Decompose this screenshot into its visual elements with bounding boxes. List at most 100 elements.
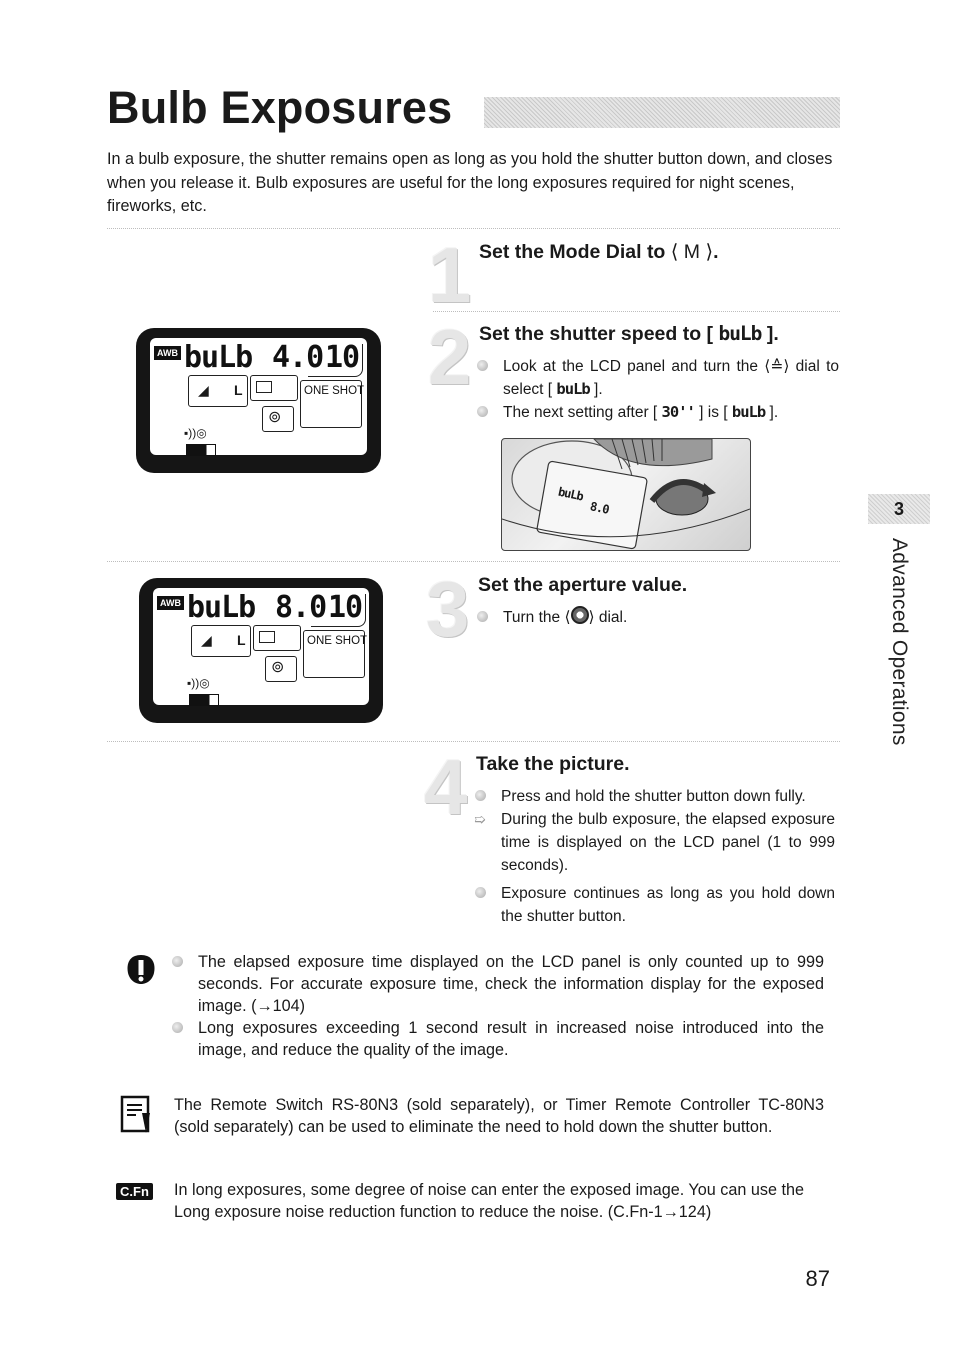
list-item: Turn the ⟨ ⟩ dial. [477, 606, 839, 629]
bulb-segment-text: buLb [731, 403, 766, 421]
caution-text: Long exposures exceeding 1 second result… [198, 1019, 824, 1059]
bullet-text: Exposure continues as long as you hold d… [501, 885, 835, 925]
bullet-text: Press and hold the shutter button down f… [501, 788, 806, 805]
bullet-icon [475, 790, 486, 801]
caution-notes: The elapsed exposure time displayed on t… [172, 951, 824, 1061]
step-4-title: Take the picture. [476, 753, 630, 775]
drive-box [250, 375, 298, 401]
step-2-title-end: ]. [761, 323, 779, 345]
step-number-3: 3 [426, 565, 470, 653]
quality-large-icon: ◢ [201, 632, 212, 648]
quality-box [188, 375, 248, 407]
beeper-icon: ▪))◎ [184, 426, 207, 440]
step-1-title: Set the Mode Dial to ⟨ M ⟩. [479, 240, 718, 264]
bullet-text: ]. [589, 381, 603, 398]
awb-icon: AWB [154, 346, 181, 360]
af-box [303, 630, 365, 678]
cfn-text: In long exposures, some degree of noise … [174, 1181, 804, 1221]
single-shot-icon [259, 631, 275, 643]
list-item: Exposure continues as long as you hold d… [475, 882, 835, 928]
count-frame [308, 344, 363, 377]
step-3-title: Set the aperture value. [478, 574, 688, 596]
lcd-shutter-readout: buLb [187, 590, 256, 625]
title-decoration-bar [484, 97, 840, 128]
lcd-shutter-readout: buLb [184, 340, 253, 375]
bullet-text: ⟩ dial. [588, 609, 628, 626]
bullet-text: The next setting after [ [503, 404, 662, 421]
list-item: Long exposures exceeding 1 second result… [172, 1017, 824, 1061]
metering-icon: ⊚ [271, 659, 285, 676]
bullet-text: During the bulb exposure, the elapsed ex… [501, 811, 835, 874]
list-item: Press and hold the shutter button down f… [475, 785, 835, 808]
step-number-2: 2 [428, 313, 472, 401]
bullet-icon [477, 360, 488, 371]
step-1-title-end: . [713, 241, 719, 263]
main-dial-icon: ≙ [770, 358, 784, 375]
bullet-icon [477, 406, 488, 417]
bullet-text: ⟩ dial to select [ [503, 358, 840, 398]
bullet-icon [477, 611, 488, 622]
count-frame [311, 594, 366, 627]
lcd-shots-count: 10 [328, 590, 363, 625]
af-mode-label: ONE SHOT [304, 385, 365, 397]
step-2-title: Set the shutter speed to [ buLb ]. [479, 322, 779, 346]
camera-top-photo: buLb 8.0 [501, 438, 751, 551]
quality-large-icon: ◢ [198, 382, 209, 398]
quality-size: L [237, 632, 246, 648]
af-mode-label: ONE SHOT [307, 635, 368, 647]
list-item: Look at the LCD panel and turn the ⟨≙⟩ d… [477, 355, 839, 401]
section-divider [433, 311, 840, 312]
thirty-sec-segment-text: 30'' [661, 403, 696, 421]
page-title: Bulb Exposures [107, 82, 453, 133]
bullet-text: Look at the LCD panel and turn the ⟨ [503, 358, 771, 375]
list-item: The next setting after [ 30'' ] is [ buL… [477, 401, 839, 424]
step-2-title-text: Set the shutter speed to [ [479, 323, 719, 345]
step-4-bullets: Press and hold the shutter button down f… [474, 785, 835, 928]
battery-icon [186, 444, 216, 456]
metering-icon: ⊚ [268, 409, 282, 426]
bulb-segment-text: buLb [556, 380, 590, 398]
bullet-text: ] is [ [694, 404, 732, 421]
cfn-badge: C.Fn [116, 1183, 153, 1201]
bullet-icon [172, 956, 183, 967]
step-number-4: 4 [424, 743, 468, 831]
af-box [300, 380, 362, 428]
caution-icon [124, 953, 158, 987]
lcd-panel-illustration-2: AWB buLb 8.0 10 ◢ L ONE SHOT ⊚ ▪))◎ [139, 578, 383, 723]
awb-icon: AWB [157, 596, 184, 610]
arrow-icon: ➯ [474, 811, 486, 827]
step-1-title-text: Set the Mode Dial to [479, 241, 671, 263]
bullet-text: ]. [765, 404, 779, 421]
lcd-screen: AWB buLb 4.0 10 ◢ L ONE SHOT ⊚ ▪))◎ [150, 338, 367, 456]
section-divider [107, 561, 840, 562]
drive-box [253, 625, 301, 651]
single-shot-icon [256, 381, 272, 393]
page-number: 87 [805, 1266, 830, 1291]
lcd-panel-illustration-1: AWB buLb 4.0 10 ◢ L ONE SHOT ⊚ ▪))◎ [136, 328, 381, 473]
step-2-bullets: Look at the LCD panel and turn the ⟨≙⟩ d… [477, 355, 839, 424]
chapter-tab: 3 [868, 494, 930, 524]
bulb-segment-text: buLb [718, 322, 762, 345]
bullet-text: Turn the ⟨ [503, 609, 571, 626]
metering-box [265, 656, 297, 682]
step-3-bullets: Turn the ⟨ ⟩ dial. [477, 606, 839, 629]
quality-size: L [234, 382, 243, 398]
step-number-1: 1 [428, 231, 472, 319]
bullet-icon [475, 887, 486, 898]
caution-text: The elapsed exposure time displayed on t… [198, 953, 824, 1015]
mode-m-symbol: ⟨ M ⟩ [670, 241, 714, 263]
section-divider [107, 228, 840, 229]
section-divider [107, 741, 840, 742]
camera-photo-drawing [502, 439, 750, 550]
beeper-icon: ▪))◎ [187, 676, 210, 690]
metering-box [262, 406, 294, 432]
quick-control-dial-icon [570, 606, 589, 624]
battery-icon [189, 694, 219, 706]
list-item: ➯ During the bulb exposure, the elapsed … [474, 808, 835, 877]
intro-paragraph: In a bulb exposure, the shutter remains … [107, 150, 833, 215]
lcd-screen: AWB buLb 8.0 10 ◢ L ONE SHOT ⊚ ▪))◎ [153, 588, 369, 706]
chapter-label: Advanced Operations [888, 538, 911, 746]
list-item: The elapsed exposure time displayed on t… [172, 951, 824, 1017]
memo-icon [120, 1095, 154, 1135]
bullet-icon [172, 1022, 183, 1033]
